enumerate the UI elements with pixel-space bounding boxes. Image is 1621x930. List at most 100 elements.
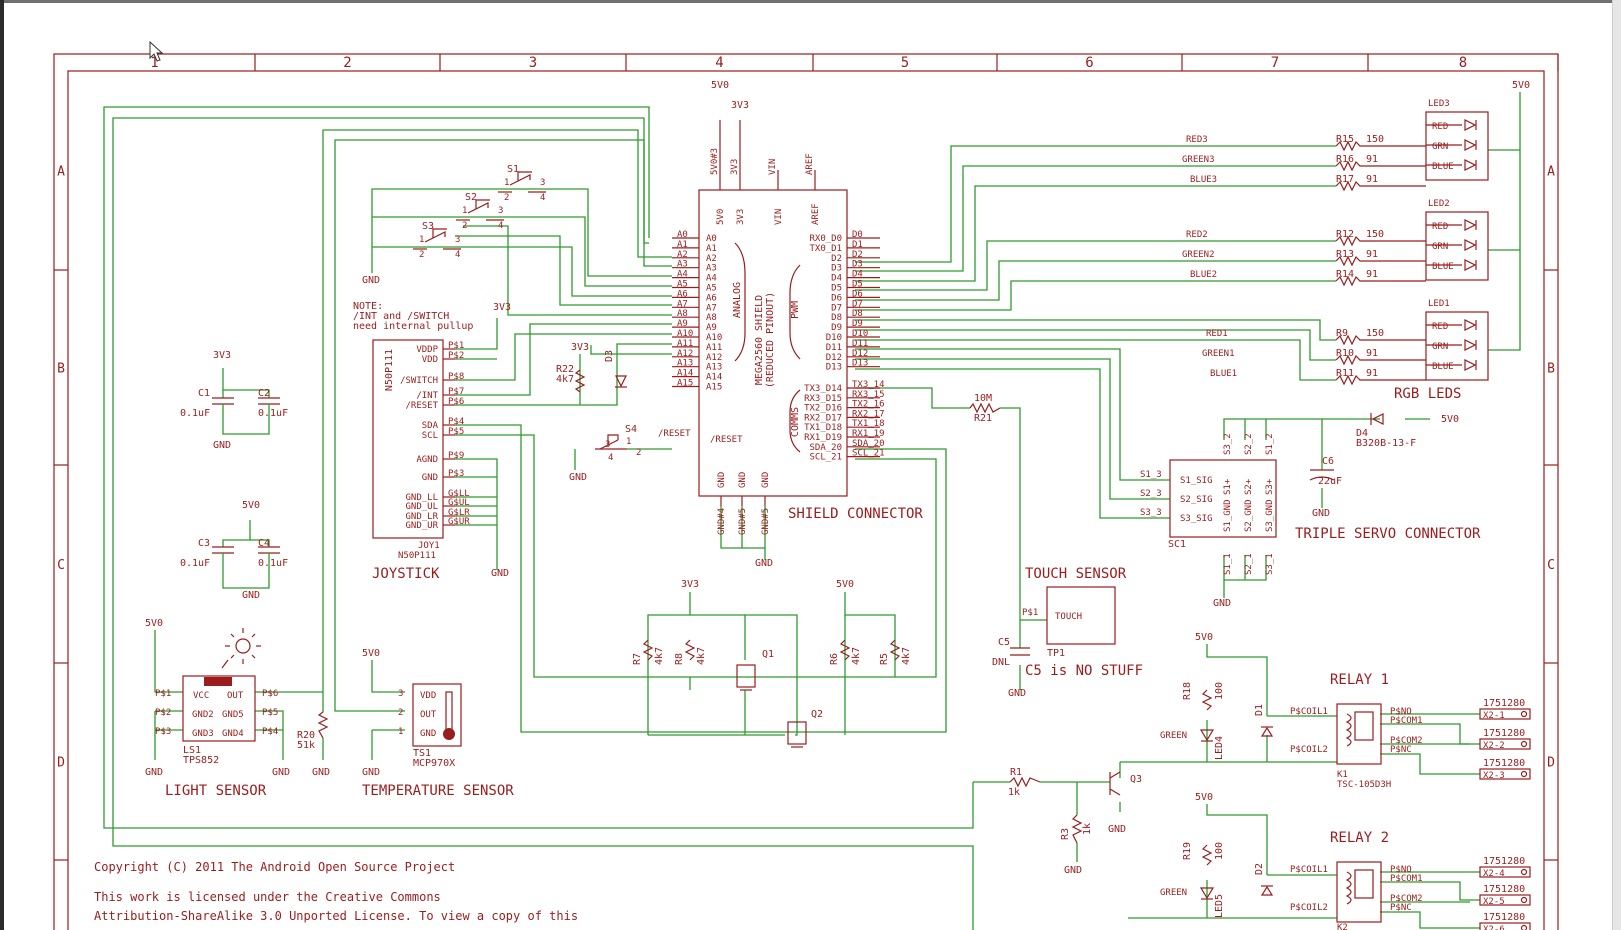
viewer-left-edge [0, 0, 4, 930]
grid-col-2: 2 [343, 55, 351, 71]
switch-3-label: S3 [422, 221, 434, 232]
switch-2-label: S2 [465, 192, 477, 203]
c6-value: 22uF [1318, 476, 1342, 487]
d1-label: D1 [1254, 704, 1265, 716]
r1-label: R1 [1010, 767, 1022, 778]
led-res-value-R15: 150 [1366, 134, 1384, 145]
shield-connector-title: SHIELD CONNECTOR [788, 506, 923, 522]
led5-label: LED5 [1214, 894, 1225, 918]
r18-value: 100 [1214, 682, 1225, 700]
caps-3v3-label: 3V3 [213, 350, 231, 361]
joy-net-10: G$UL [448, 498, 470, 508]
ts-gnd: GND [420, 729, 436, 739]
shield-pin-inner-D5: D5 [831, 284, 842, 294]
shield-pin-inner-A15: A15 [706, 383, 722, 393]
shield-pin-outer-A0: A0 [677, 230, 688, 240]
connector-1: X2-1 [1483, 711, 1505, 721]
led-res-R9: R9 [1336, 328, 1348, 339]
note-title: NOTE: [353, 301, 383, 312]
touch-sensor-title: TOUCH SENSOR [1025, 566, 1127, 582]
joy-pin-2: /SWITCH [400, 376, 438, 386]
switch-pin1: 1 [419, 235, 424, 245]
wires [103, 92, 1521, 930]
s4-pin3: 3 [605, 440, 610, 450]
pullup-1-label: R8 [674, 653, 685, 665]
ls-3v3-label: 3V3 [681, 579, 699, 590]
decoupling-caps: 3V3 C1 0.1uF C2 0.1uF GND 5V0 C3 0.1uF C… [180, 350, 288, 601]
q3-gnd-label: GND [1108, 824, 1126, 835]
switch-pin2: 2 [419, 250, 424, 260]
grid-row-B-left: B [57, 362, 65, 377]
shield-pin-outer-A11: A11 [677, 339, 693, 349]
led-res-value-R9: 150 [1366, 328, 1384, 339]
shield-pin-outer-D6: D6 [852, 289, 863, 299]
switch-pin4: 4 [540, 193, 545, 203]
joy-pin-1: VDD [422, 355, 438, 365]
led-net-RED2: RED2 [1186, 230, 1208, 240]
c4-label: C4 [258, 538, 270, 549]
switch-pin3: 3 [498, 206, 503, 216]
led-res-value-R13: 91 [1366, 249, 1378, 260]
shield-pin-inner-D2: D2 [831, 254, 842, 264]
k2-com2: P$COM2 [1390, 894, 1423, 904]
led-net-GREEN1: GREEN1 [1202, 349, 1235, 359]
led-res-value-R12: 150 [1366, 229, 1384, 240]
shield-pin-outer-RX3_15: RX3_15 [852, 390, 885, 400]
servo-left-net-0: S1_3 [1140, 470, 1162, 480]
viewer-top-edge [0, 0, 1621, 3]
ls-5v0-label-right: 5V0 [836, 579, 854, 590]
shield-gnd-inner: GND [717, 472, 727, 488]
c3-label: C3 [198, 538, 210, 549]
k2-coil1: P$COIL1 [1290, 865, 1328, 875]
c1-gnd-label: GND [213, 440, 231, 451]
r21-value: 10M [974, 393, 992, 404]
license-line-1: This work is licensed under the Creative… [94, 890, 441, 904]
shield-pin-inner-A2: A2 [706, 254, 717, 264]
viewer-scrollbar[interactable] [1612, 0, 1621, 930]
servo-top-1: S2_2 [1244, 433, 1254, 455]
connector-part-4: 1751280 [1483, 856, 1525, 867]
shield-pin-inner-A6: A6 [706, 293, 717, 303]
k1-com1: P$COM1 [1390, 716, 1423, 726]
grid-col-7: 7 [1271, 55, 1279, 71]
connector-2: X2-2 [1483, 741, 1505, 751]
shield-top-pin: 3V3 [730, 159, 740, 175]
servo-title: TRIPLE SERVO CONNECTOR [1295, 526, 1481, 542]
led-res-value-R17: 91 [1366, 174, 1378, 185]
k1-part: TSC-105D3H [1337, 780, 1391, 790]
leds-5v0-label: 5V0 [1512, 80, 1530, 91]
joystick-part-rotated: N50P111 [384, 349, 395, 391]
led-net-RED3: RED3 [1186, 135, 1208, 145]
r22-d3: 3V3 R22 4k7 D3 [556, 342, 627, 405]
switch-pin4: 4 [455, 250, 460, 260]
joy-pin-7: AGND [416, 455, 438, 465]
pullup-0-value: 4k7 [654, 647, 665, 665]
led-res-R14: R14 [1336, 269, 1354, 280]
grid-row-A-right: A [1547, 165, 1555, 180]
shield-3v3-label: 3V3 [731, 100, 749, 111]
pwm-group-label: PWM [790, 301, 801, 319]
shield-pin-outer-A12: A12 [677, 349, 693, 359]
c2-label: C2 [258, 388, 270, 399]
k2-no: P$NO [1390, 865, 1412, 875]
shield-pin-inner-A9: A9 [706, 323, 717, 333]
temperature-sensor: 5V0 3 2 1 VDD OUT GND TS1 MCP970X GND TE… [362, 648, 514, 799]
r20-label: R20 [297, 730, 315, 741]
led-LED1-color-0: RED [1432, 322, 1448, 332]
led-LED2-ref: LED2 [1428, 199, 1450, 209]
c4-value: 0.1uF [258, 558, 288, 569]
servo-left-1: S2_SIG [1180, 495, 1213, 505]
c3-gnd-label: GND [242, 590, 260, 601]
shield-pin-outer-A14: A14 [677, 369, 693, 379]
servo-gnd-1: S2_GND [1244, 499, 1254, 532]
c6-gnd-label: GND [1312, 508, 1330, 519]
joy-pin-4: /RESET [405, 401, 438, 411]
pullup-0-label: R7 [632, 653, 643, 665]
note-line-3: need internal pullup [353, 321, 473, 332]
ls-pin5: P$5 [262, 708, 278, 718]
shield-pin-inner-SDA_20: SDA_20 [809, 443, 842, 453]
joy-pin-0: VDDP [416, 345, 438, 355]
servo-left-2: S3_SIG [1180, 514, 1213, 524]
